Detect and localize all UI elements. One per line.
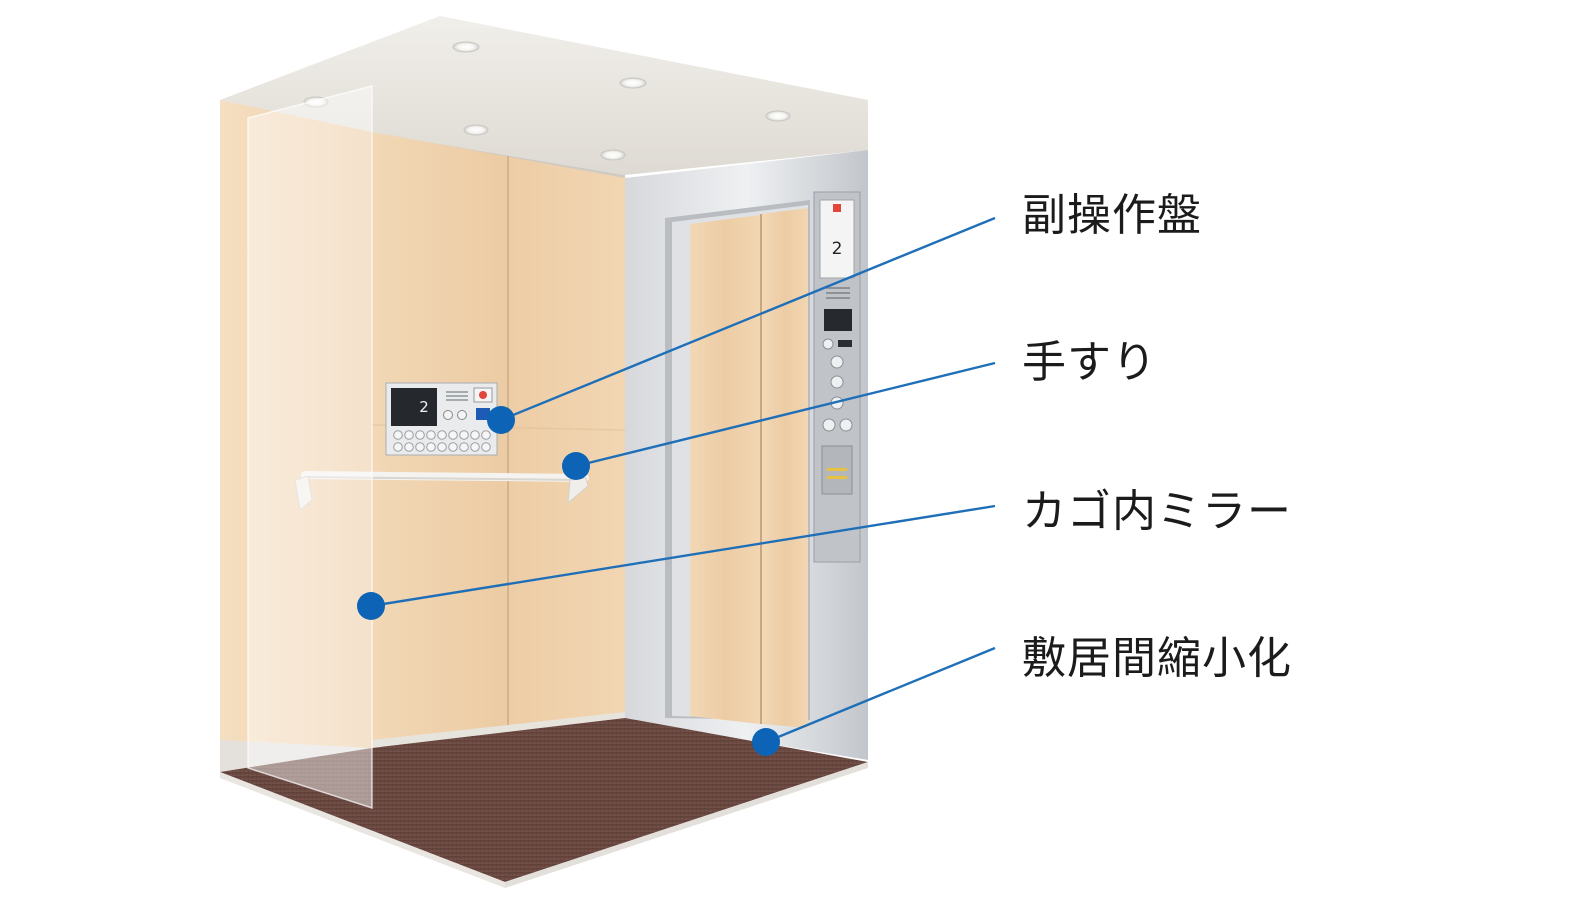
ceiling-light <box>600 149 626 161</box>
label-handrail: 手すり <box>1022 337 1157 388</box>
ceiling <box>220 16 868 175</box>
floor <box>220 718 868 882</box>
ceiling-light <box>452 41 480 53</box>
ceiling-light <box>619 77 647 89</box>
ceiling-light <box>463 124 489 136</box>
leader-line-mirror <box>370 504 996 608</box>
handrail <box>294 471 589 511</box>
label-sill-gap-reduction: 敷居間縮小化 <box>1022 633 1292 684</box>
main-operation-panel: 2 <box>813 191 861 563</box>
sub-operation-panel: 2 <box>385 382 498 456</box>
main-floor-display: 2 <box>832 239 843 259</box>
leader-line-sub-panel <box>500 216 996 422</box>
label-car-mirror: カゴ内ミラー <box>1022 486 1292 537</box>
left-side-wall <box>220 100 372 772</box>
marker-dot-sub-panel <box>487 406 515 434</box>
leader-line-handrail <box>575 361 996 468</box>
marker-dot-sill <box>752 728 780 756</box>
car-mirror <box>248 86 372 808</box>
car-door <box>762 208 808 728</box>
marker-dot-handrail <box>562 452 590 480</box>
label-sub-operation-panel: 副操作盤 <box>1022 190 1202 241</box>
ceiling-light <box>765 110 791 122</box>
back-wall <box>372 132 625 748</box>
leader-line-sill <box>765 646 996 744</box>
marker-dot-mirror <box>357 592 385 620</box>
car-door <box>690 215 760 724</box>
sub-floor-display: 2 <box>419 398 429 416</box>
